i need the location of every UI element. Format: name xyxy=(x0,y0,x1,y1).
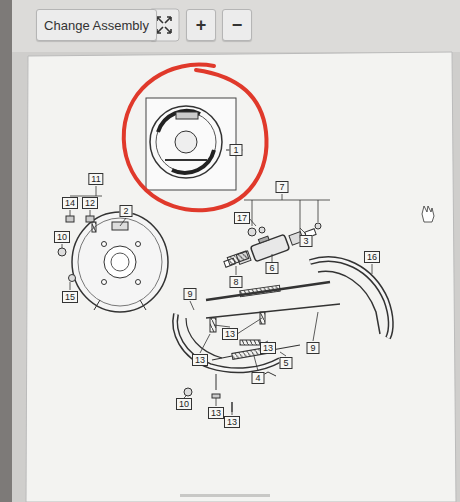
callout-number: 13 xyxy=(208,407,224,419)
callout-number: 6 xyxy=(266,262,279,274)
toolbar-button: Change Assembly xyxy=(36,9,157,41)
callout-number: 14 xyxy=(62,197,78,209)
callout-number: 13 xyxy=(260,342,276,354)
button-label: + xyxy=(196,15,207,36)
callout-number: 12 xyxy=(82,197,98,209)
callout-number: 9 xyxy=(184,288,197,300)
callout-number: 2 xyxy=(120,205,133,217)
button-label: Change Assembly xyxy=(44,18,149,33)
callout-number: 13 xyxy=(222,328,238,340)
callout-number: 8 xyxy=(230,276,243,288)
callout-number: 5 xyxy=(280,357,293,369)
callout-number: 10 xyxy=(176,398,192,410)
callout-number: 9 xyxy=(307,342,320,354)
callout-number: 7 xyxy=(276,181,289,193)
callout-number: 17 xyxy=(234,212,250,224)
callout-number: 13 xyxy=(224,416,240,428)
callout-number: 4 xyxy=(252,372,265,384)
callout-number: 15 xyxy=(62,291,78,303)
button-label: − xyxy=(232,15,243,36)
callout-number: 16 xyxy=(364,251,380,263)
toolbar-button: − xyxy=(222,9,252,41)
callout-number: 13 xyxy=(192,354,208,366)
callout-number: 11 xyxy=(88,173,103,185)
toolbar-button: + xyxy=(186,9,216,41)
callout-number: 10 xyxy=(54,231,70,243)
callout-number: 1 xyxy=(230,144,243,156)
callout-number: 3 xyxy=(300,235,313,247)
